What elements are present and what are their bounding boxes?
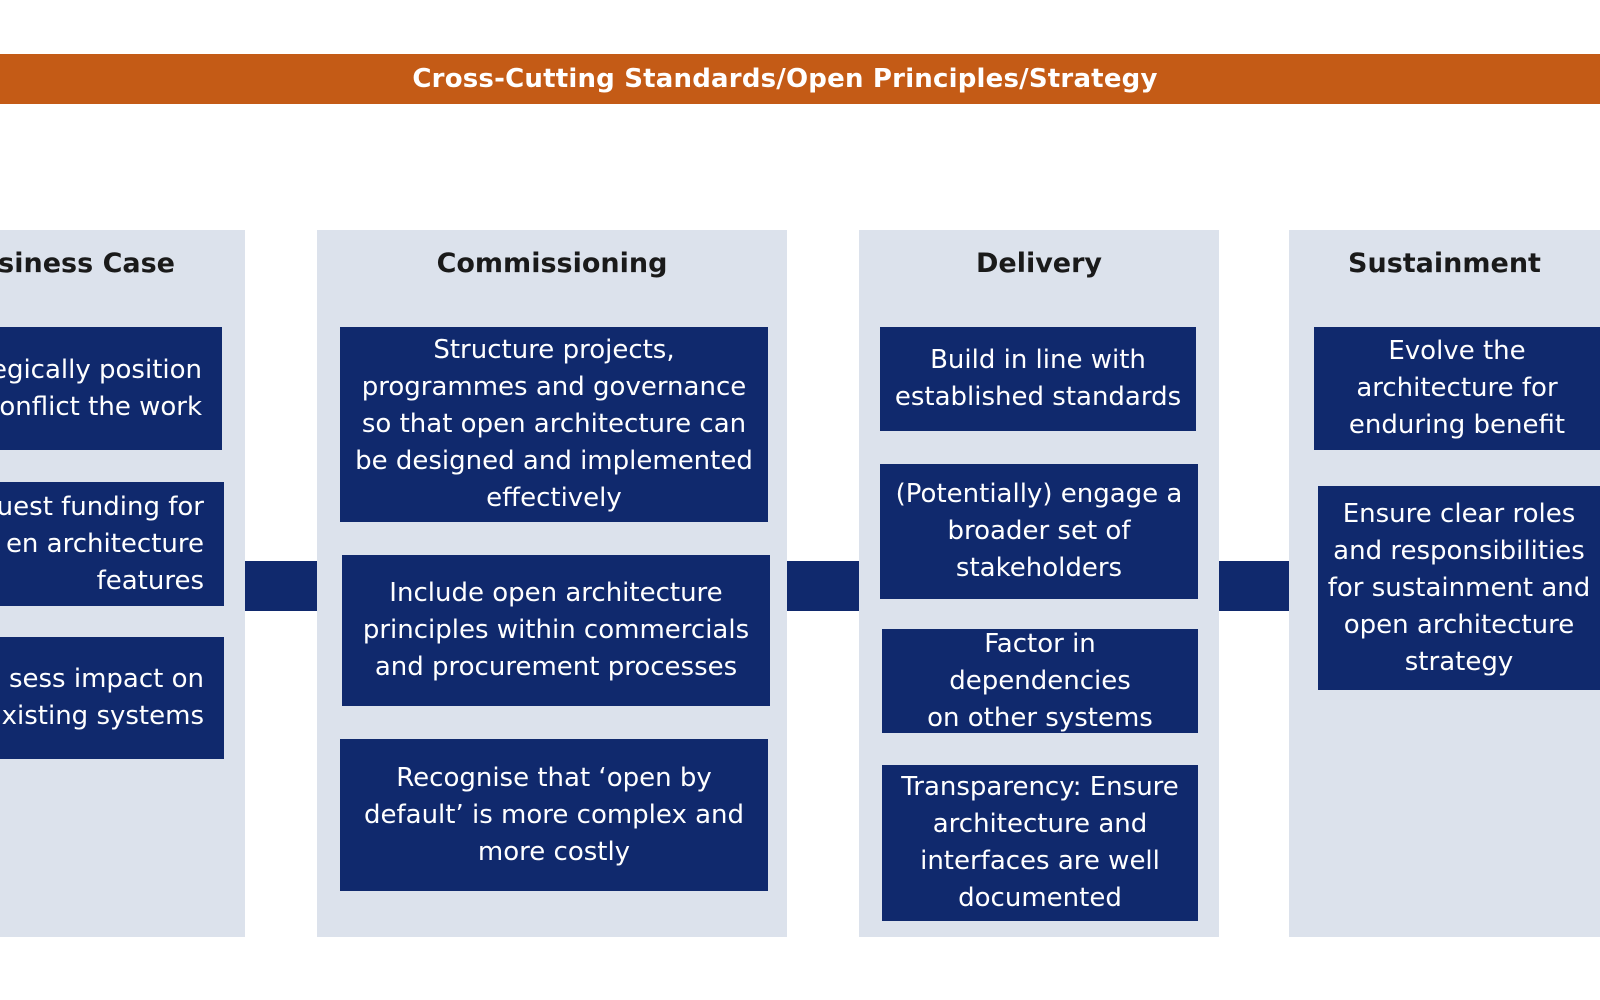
connector-business-commissioning — [245, 561, 317, 611]
delivery-card-1: Build in line with established standards — [880, 327, 1196, 431]
business-case-card-1: tegically position conflict the work — [0, 327, 222, 450]
delivery-card-4: Transparency: Ensure architecture and in… — [882, 765, 1198, 921]
connector-commissioning-delivery — [787, 561, 859, 611]
column-delivery: Delivery Build in line with established … — [859, 230, 1219, 937]
cross-cutting-banner: Cross-Cutting Standards/Open Principles/… — [0, 54, 1600, 104]
delivery-card-3: Factor in dependencies on other systems — [882, 629, 1198, 733]
delivery-card-2: (Potentially) engage a broader set of st… — [880, 464, 1198, 599]
column-sustainment: Sustainment Evolve the architecture for … — [1289, 230, 1600, 937]
business-case-card-3: sess impact on xisting systems — [0, 637, 224, 759]
column-title-business-case: usiness Case — [0, 247, 175, 279]
business-case-card-2: quest funding for en architecture featur… — [0, 482, 224, 606]
banner-title: Cross-Cutting Standards/Open Principles/… — [412, 64, 1158, 94]
sustainment-card-2: Ensure clear roles and responsibilities … — [1318, 486, 1600, 690]
commissioning-card-2: Include open architecture principles wit… — [342, 555, 770, 706]
column-commissioning: Commissioning Structure projects, progra… — [317, 230, 787, 937]
connector-delivery-sustainment — [1219, 561, 1289, 611]
column-title-delivery: Delivery — [975, 247, 1103, 279]
commissioning-card-3: Recognise that ‘open by default’ is more… — [340, 739, 768, 891]
column-title-sustainment: Sustainment — [1348, 247, 1541, 279]
column-title-commissioning: Commissioning — [436, 247, 668, 279]
commissioning-card-1: Structure projects, programmes and gover… — [340, 327, 768, 522]
column-business-case: usiness Case tegically position conflict… — [0, 230, 245, 937]
sustainment-card-1: Evolve the architecture for enduring ben… — [1314, 327, 1600, 450]
